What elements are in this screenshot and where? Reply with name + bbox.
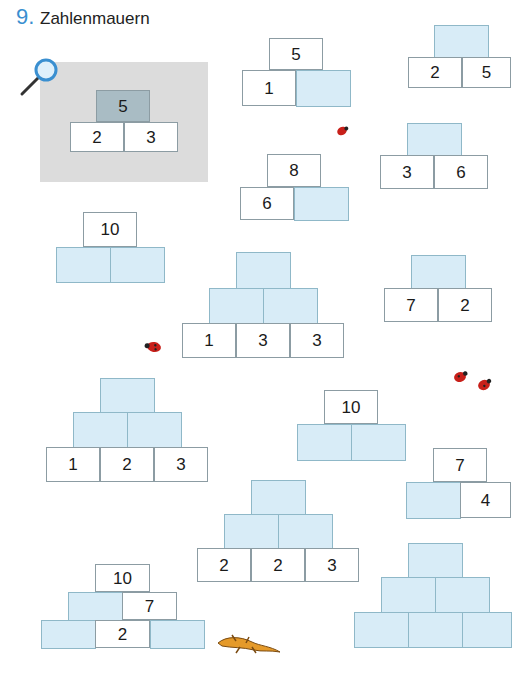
number-brick: 6 — [434, 155, 488, 189]
magnifier-icon — [22, 60, 56, 94]
brick-number: 2 — [122, 456, 131, 473]
number-brick: 2 — [100, 447, 154, 482]
brick-number: 3 — [312, 332, 321, 349]
brick-number: 3 — [327, 557, 336, 574]
brick-number: 2 — [219, 557, 228, 574]
number-brick: 4 — [460, 482, 511, 518]
number-brick: 1 — [182, 323, 236, 358]
brick-number: 2 — [430, 64, 439, 81]
number-brick: 2 — [438, 288, 492, 322]
brick-number: 3 — [258, 332, 267, 349]
brick-number: 2 — [92, 129, 101, 146]
worksheet-title: Zahlenmauern — [40, 9, 150, 29]
ladybug — [336, 124, 350, 137]
number-brick: 3 — [124, 122, 178, 152]
brick-number: 10 — [101, 221, 120, 238]
brick-number: 1 — [264, 80, 273, 97]
number-brick: 3 — [380, 155, 434, 189]
example-panel — [40, 62, 208, 182]
number-brick: 7 — [384, 288, 438, 322]
number-brick: 5 — [269, 38, 323, 70]
number-brick: 10 — [324, 390, 378, 424]
empty-bricks — [42, 26, 512, 649]
number-brick: 1 — [242, 70, 296, 106]
brick-number: 1 — [68, 456, 77, 473]
number-brick: 3 — [154, 447, 208, 482]
number-brick: 7 — [433, 448, 487, 482]
number-brick: 5 — [96, 90, 150, 122]
ladybug — [453, 370, 469, 383]
brick-number: 6 — [456, 164, 465, 181]
brick-number: 3 — [146, 129, 155, 146]
brick-number: 2 — [273, 557, 282, 574]
number-brick: 6 — [240, 187, 294, 220]
brick-number: 5 — [482, 64, 491, 81]
number-brick: 5 — [462, 57, 511, 88]
brick-number: 7 — [455, 457, 464, 474]
brick-number: 2 — [118, 626, 127, 643]
brick-number: 7 — [145, 598, 154, 615]
exercise-number: 9. — [16, 4, 34, 30]
brick-number: 5 — [118, 98, 127, 115]
number-brick: 7 — [122, 592, 177, 620]
ladybug — [144, 340, 162, 353]
brick-number: 5 — [291, 46, 300, 63]
brick-number: 1 — [204, 332, 213, 349]
number-brick: 8 — [267, 154, 321, 187]
number-brick: 2 — [408, 57, 462, 88]
number-brick: 2 — [70, 122, 124, 152]
number-brick: 2 — [197, 548, 251, 582]
brick-number: 3 — [176, 456, 185, 473]
number-brick: 10 — [95, 564, 150, 592]
number-brick: 3 — [305, 548, 359, 582]
number-brick: 2 — [95, 620, 150, 648]
number-brick: 2 — [251, 548, 305, 582]
number-brick: 3 — [290, 323, 344, 358]
brick-number: 7 — [406, 297, 415, 314]
brick-number: 3 — [402, 164, 411, 181]
brick-number: 10 — [342, 399, 361, 416]
lizard — [218, 635, 280, 653]
number-brick: 3 — [236, 323, 290, 358]
number-brick: 10 — [83, 212, 137, 247]
ladybug — [477, 377, 494, 391]
brick-number: 6 — [262, 195, 271, 212]
brick-number: 8 — [289, 162, 298, 179]
brick-number: 4 — [481, 492, 490, 509]
brick-number: 2 — [460, 297, 469, 314]
number-brick: 1 — [46, 447, 100, 482]
brick-number: 10 — [113, 570, 132, 587]
